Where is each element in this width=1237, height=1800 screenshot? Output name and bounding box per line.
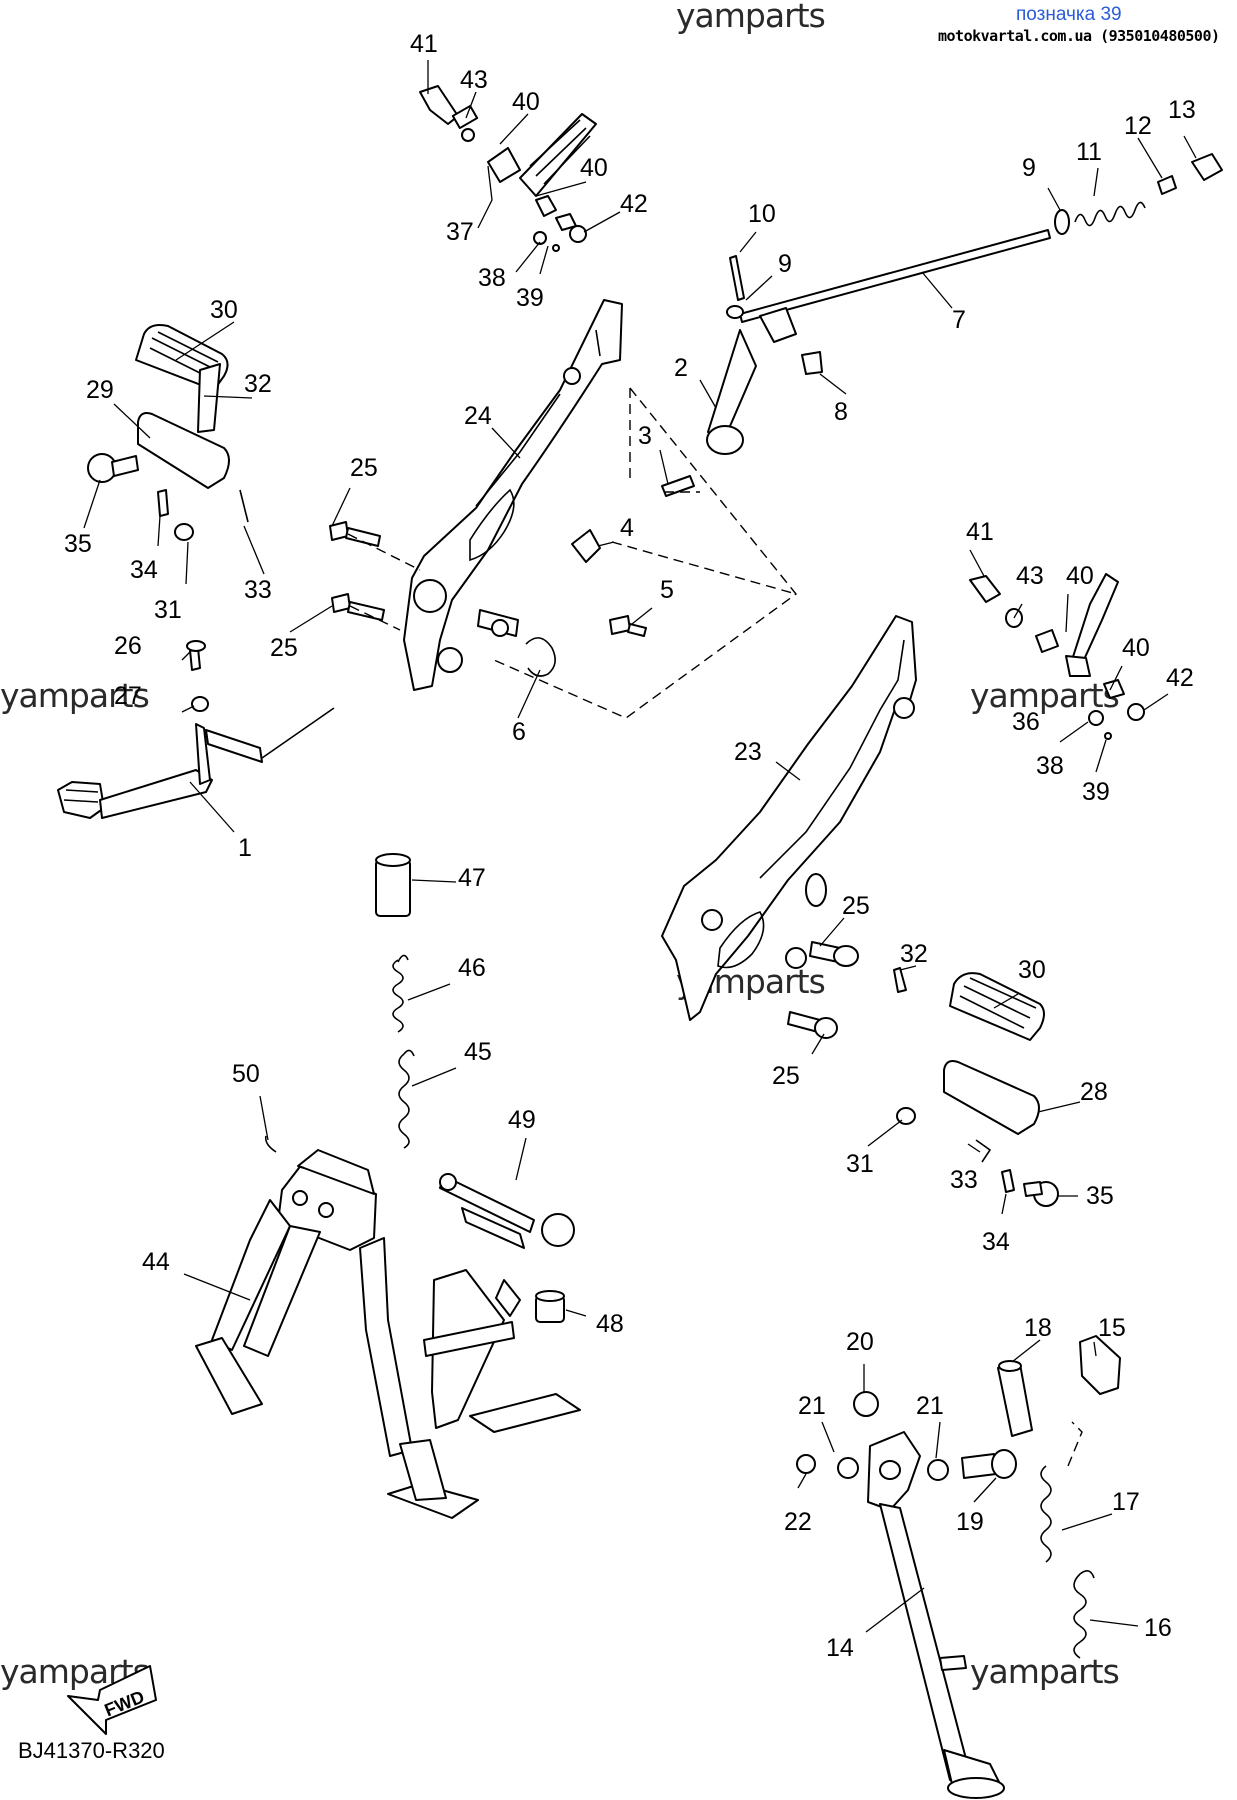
callout-26: 26 — [114, 632, 142, 660]
callout-44: 44 — [142, 1248, 170, 1276]
passenger-footrest-upper-group — [419, 85, 597, 252]
callout-9: 9 — [778, 250, 792, 278]
callout-16: 16 — [1144, 1614, 1172, 1642]
reference-label: позначка 39 — [1016, 4, 1122, 25]
watermark-bottom-right: yamparts — [970, 1652, 1120, 1691]
diagram-code: BJ41370-R320 — [18, 1738, 165, 1763]
callout-1: 1 — [238, 834, 252, 862]
callout-25: 25 — [350, 454, 378, 482]
callout-46: 46 — [458, 954, 486, 982]
callout-31: 31 — [154, 596, 182, 624]
callout-32: 32 — [244, 370, 272, 398]
callout-35: 35 — [64, 530, 92, 558]
callout-39: 39 — [1082, 778, 1110, 806]
callout-32: 32 — [900, 940, 928, 968]
assembly-guide-lines — [347, 387, 798, 719]
left-footrest-bracket — [329, 299, 647, 691]
callout-48: 48 — [596, 1310, 624, 1338]
callout-17: 17 — [1112, 1488, 1140, 1516]
callout-33: 33 — [244, 576, 272, 604]
callout-42: 42 — [1166, 664, 1194, 692]
callout-12: 12 — [1124, 112, 1152, 140]
callout-numbers: 41 43 40 40 37 42 38 39 10 9 9 11 12 13 … — [64, 30, 1196, 1662]
callout-40: 40 — [512, 88, 540, 116]
brake-rod-group — [661, 153, 1223, 497]
callout-7: 7 — [952, 306, 966, 334]
callout-27: 27 — [114, 682, 142, 710]
callout-43: 43 — [460, 66, 488, 94]
callout-19: 19 — [956, 1508, 984, 1536]
callout-30: 30 — [210, 296, 238, 324]
callout-49: 49 — [508, 1106, 536, 1134]
callout-36: 36 — [1012, 708, 1040, 736]
passenger-footrest-right-group — [969, 573, 1145, 740]
watermark-right: yamparts — [970, 676, 1120, 715]
center-stand-group — [195, 1135, 581, 1519]
callout-21: 21 — [798, 1392, 826, 1420]
callout-50: 50 — [232, 1060, 260, 1088]
callout-3: 3 — [638, 422, 652, 450]
callout-45: 45 — [464, 1038, 492, 1066]
callout-34: 34 — [130, 556, 158, 584]
rider-footrest-left-group — [87, 324, 249, 541]
callout-31: 31 — [846, 1150, 874, 1178]
callout-25: 25 — [772, 1062, 800, 1090]
callout-41: 41 — [966, 518, 994, 546]
callout-11: 11 — [1076, 138, 1102, 166]
callout-5: 5 — [660, 576, 674, 604]
callout-18: 18 — [1024, 1314, 1052, 1342]
callout-40: 40 — [580, 154, 608, 182]
callout-22: 22 — [784, 1508, 812, 1536]
callout-30: 30 — [1018, 956, 1046, 984]
callout-28: 28 — [1080, 1078, 1108, 1106]
callout-42: 42 — [620, 190, 648, 218]
center-stand-springs-group — [375, 853, 415, 1149]
callout-13: 13 — [1168, 96, 1196, 124]
callout-10: 10 — [748, 200, 776, 228]
callout-40: 40 — [1066, 562, 1094, 590]
callout-37: 37 — [446, 218, 474, 246]
callout-33: 33 — [950, 1166, 978, 1194]
fwd-arrow: FWD — [67, 1665, 157, 1735]
callout-24: 24 — [464, 402, 492, 430]
callout-8: 8 — [834, 398, 848, 426]
callout-14: 14 — [826, 1634, 854, 1662]
callout-41: 41 — [410, 30, 438, 58]
callout-23: 23 — [734, 738, 762, 766]
callout-9: 9 — [1022, 154, 1036, 182]
callout-47: 47 — [458, 864, 486, 892]
callout-43: 43 — [1016, 562, 1044, 590]
right-footrest-bracket — [661, 615, 917, 1039]
callout-39: 39 — [516, 284, 544, 312]
callout-38: 38 — [1036, 752, 1064, 780]
callout-20: 20 — [846, 1328, 874, 1356]
callout-15: 15 — [1098, 1314, 1126, 1342]
callout-4: 4 — [620, 514, 634, 542]
callout-40: 40 — [1122, 634, 1150, 662]
watermark-left: yamparts — [0, 676, 150, 715]
side-stand-group — [796, 1335, 1121, 1799]
callout-38: 38 — [478, 264, 506, 292]
site-reference: motokvartal.com.ua (935010480500) — [938, 27, 1220, 45]
shift-pedal-group — [57, 640, 335, 819]
callout-25: 25 — [842, 892, 870, 920]
callout-21: 21 — [916, 1392, 944, 1420]
callout-29: 29 — [86, 376, 114, 404]
callout-6: 6 — [512, 718, 526, 746]
callout-25: 25 — [270, 634, 298, 662]
watermark-top: yamparts — [676, 0, 826, 35]
callout-34: 34 — [982, 1228, 1010, 1256]
callout-35: 35 — [1086, 1182, 1114, 1210]
callout-2: 2 — [674, 354, 688, 382]
leader-lines — [83, 60, 1197, 1633]
